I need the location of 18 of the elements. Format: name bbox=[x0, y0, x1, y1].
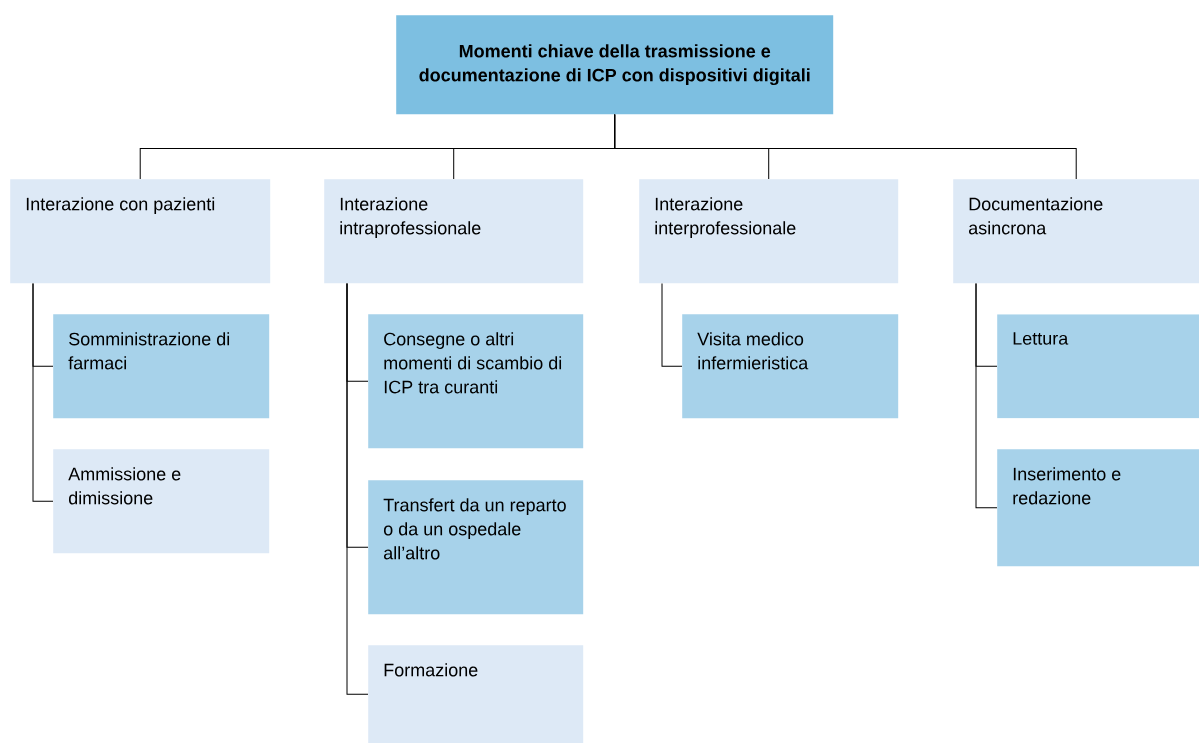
item-box: Inserimento e redazione bbox=[997, 449, 1199, 567]
category-box: Interazione con pazienti bbox=[10, 179, 271, 284]
item-box: Transfert da un reparto o da un ospedale all’altro bbox=[368, 480, 584, 615]
item-box: Ammissione e dimissione bbox=[53, 449, 270, 554]
connector-line bbox=[32, 282, 54, 502]
category-box: Interazione intraprofessionale bbox=[324, 179, 584, 284]
item-box: Visita medico infermieristica bbox=[682, 314, 899, 419]
item-box: Somministrazione di farmaci bbox=[53, 314, 270, 419]
category-box: Interazione interprofessionale bbox=[639, 179, 899, 284]
item-box: Consegne o altri momenti di scambio di ICP tra curanti bbox=[368, 314, 584, 449]
connector-line bbox=[346, 282, 369, 695]
category-box: Documentazione asincrona bbox=[953, 179, 1199, 284]
title-box: Momenti chiave della trasmissione e documentazione di ICP con dispositivi digitali bbox=[396, 15, 834, 115]
item-box: Lettura bbox=[997, 314, 1199, 419]
connector-line bbox=[975, 282, 998, 509]
connector-line bbox=[614, 113, 1077, 180]
item-box: Formazione bbox=[368, 645, 584, 743]
connector-line bbox=[661, 282, 683, 367]
